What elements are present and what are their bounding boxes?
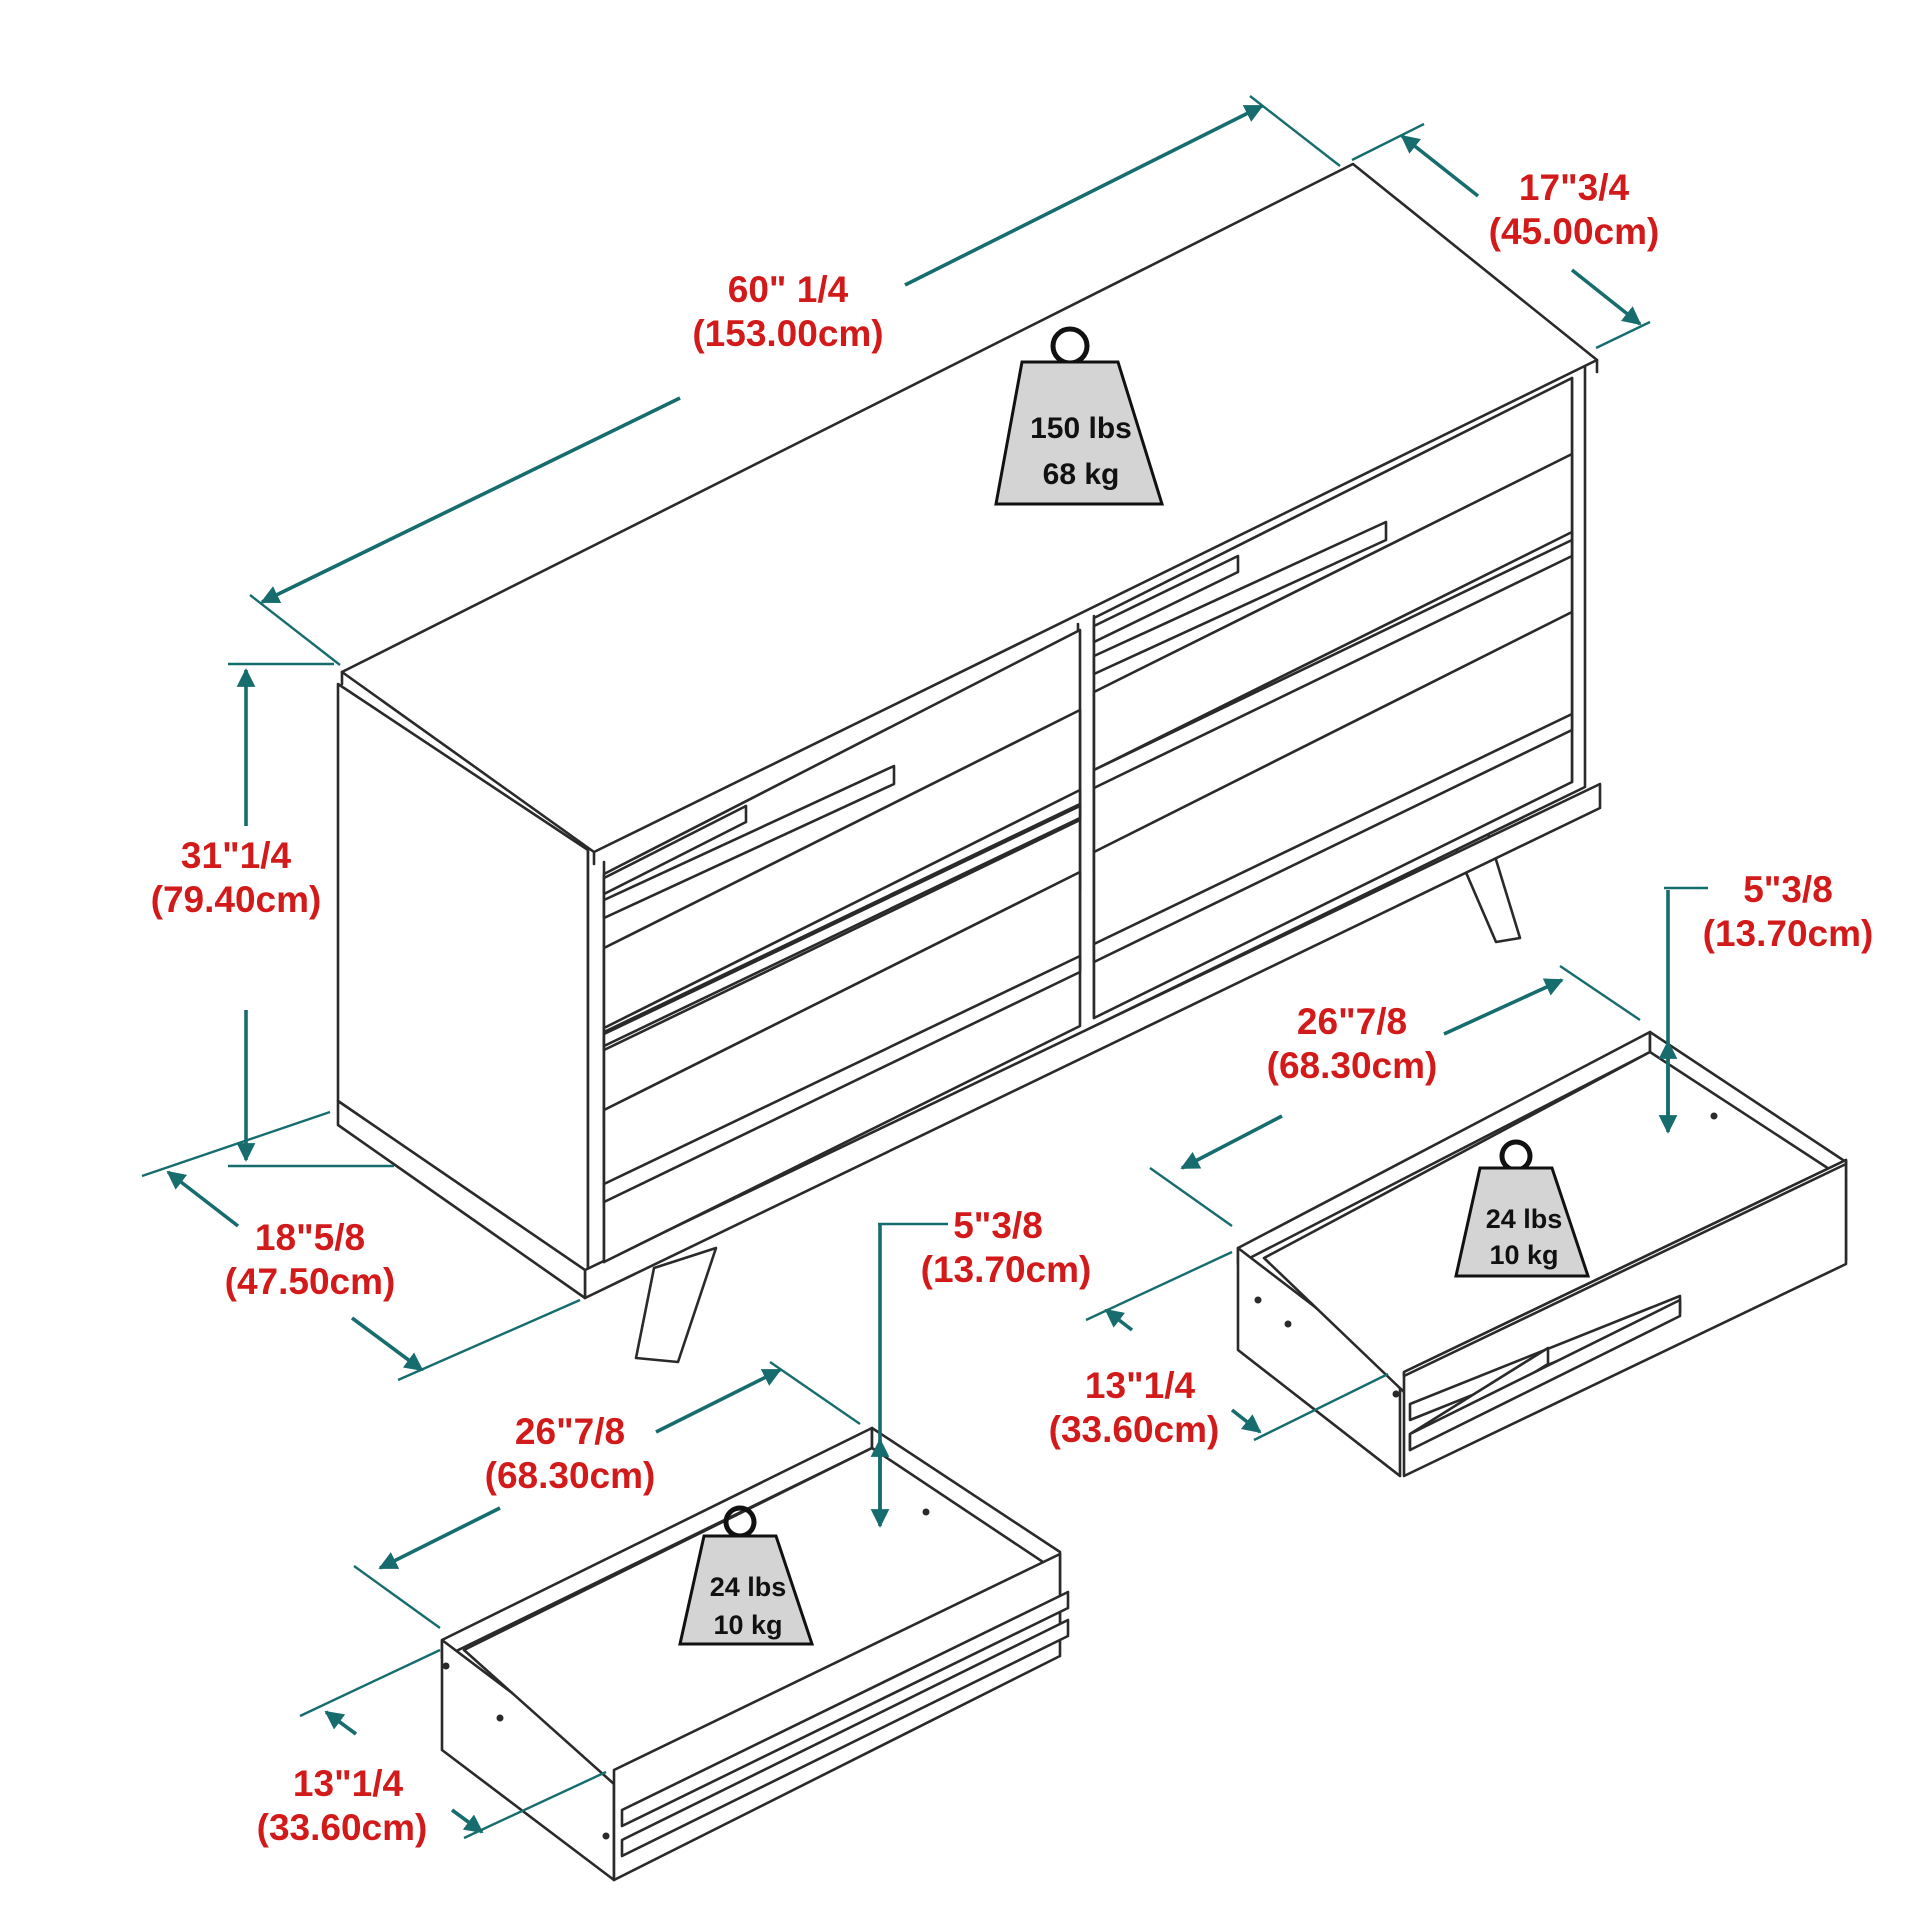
dresser-depth-top-imperial: 17"3/4 — [1519, 167, 1630, 208]
dimension-labels: 60" 1/4 (153.00cm) 17"3/4 (45.00cm) 31"1… — [151, 167, 1874, 1848]
drawer-left-weight-lbs: 24 lbs — [710, 1572, 787, 1602]
drawer-right-height-imperial: 5"3/8 — [1743, 869, 1833, 910]
drawer-left-width-imperial: 26"7/8 — [515, 1411, 625, 1452]
dresser-drawer-left-4 — [602, 870, 1082, 1264]
drawer-right-weight-icon: 24 lbs 10 kg — [1454, 1139, 1591, 1278]
dresser-width-metric: (153.00cm) — [692, 313, 883, 354]
drawer-left-depth-imperial: 13"1/4 — [293, 1763, 404, 1804]
dresser-leg-front-left — [634, 1246, 718, 1364]
drawer-right-depth-imperial: 13"1/4 — [1085, 1365, 1196, 1406]
dresser-base-side — [336, 1099, 587, 1300]
drawer-right-weight-lbs: 24 lbs — [1486, 1204, 1563, 1234]
drawer-right-weight-kg: 10 kg — [1489, 1240, 1558, 1270]
dresser-height-imperial: 31"1/4 — [181, 835, 292, 876]
drawer-left-height-imperial: 5"3/8 — [953, 1205, 1043, 1246]
drawer-left-depth-metric: (33.60cm) — [257, 1807, 428, 1848]
drawer-left-weight-kg: 10 kg — [713, 1610, 782, 1640]
drawer-right-width-metric: (68.30cm) — [1267, 1045, 1438, 1086]
drawer-left-width-metric: (68.30cm) — [485, 1455, 656, 1496]
dresser-depth-top-metric: (45.00cm) — [1489, 211, 1660, 252]
dresser-weight-lbs: 150 lbs — [1030, 412, 1132, 445]
dresser-height-metric: (79.40cm) — [151, 879, 322, 920]
drawer-right-depth-metric: (33.60cm) — [1049, 1409, 1220, 1450]
dimension-lines — [141, 95, 1708, 1840]
dresser-depth-bottom-imperial: 18"5/8 — [255, 1217, 365, 1258]
drawer-left-weight-icon: 24 lbs 10 kg — [678, 1505, 815, 1646]
dresser-depth-bottom-metric: (47.50cm) — [225, 1261, 396, 1302]
dresser-width-imperial: 60" 1/4 — [728, 269, 849, 310]
drawer-right-height-metric: (13.70cm) — [1703, 913, 1874, 954]
dresser-weight-icon: 150 lbs 68 kg — [994, 326, 1165, 506]
dresser-handles — [602, 520, 1574, 1204]
drawer-right-front-lip — [1402, 1158, 1848, 1378]
drawer-left-height-metric: (13.70cm) — [921, 1249, 1092, 1290]
drawer-right-illustration — [1236, 1030, 1848, 1478]
dresser-weight-kg: 68 kg — [1043, 458, 1120, 491]
dresser-illustration — [336, 162, 1602, 1364]
drawer-right-width-imperial: 26"7/8 — [1297, 1001, 1407, 1042]
drawer-left-handle — [620, 1590, 1070, 1828]
